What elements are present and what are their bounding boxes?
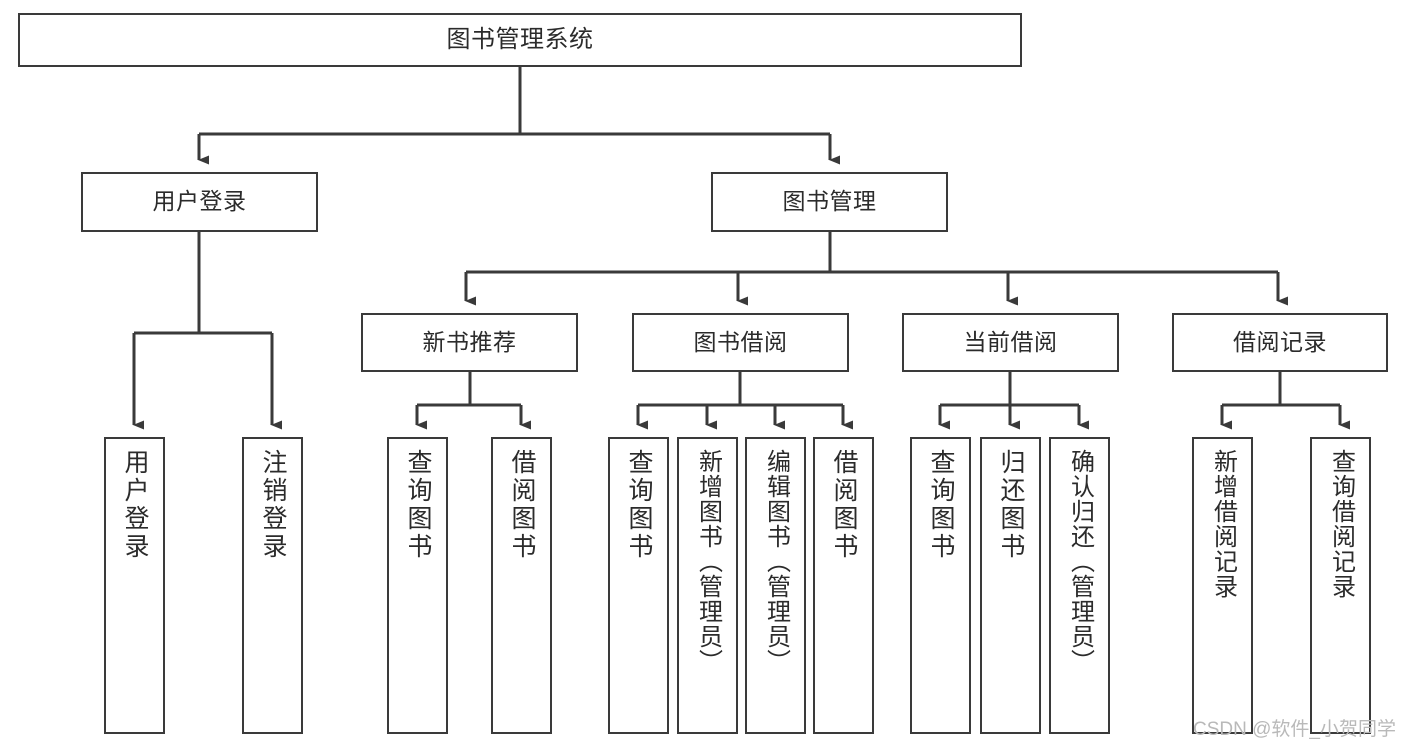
node-label: 编辑图书（管理员） [762,449,790,674]
node-label: 用户登录 [152,188,247,215]
leaf-add-book-admin[interactable]: 新增图书（管理员） [677,437,738,734]
node-current-borrow[interactable]: 当前借阅 [902,313,1119,372]
node-label: 当前借阅 [963,328,1058,355]
leaf-add-borrow-record[interactable]: 新增借阅记录 [1192,437,1253,734]
node-label: 查询图书 [625,449,653,561]
leaf-logout[interactable]: 注销登录 [242,437,303,734]
node-book-management[interactable]: 图书管理 [711,172,948,232]
node-user-login[interactable]: 用户登录 [81,172,318,232]
leaf-return-books[interactable]: 归还图书 [980,437,1041,734]
leaf-edit-book-admin[interactable]: 编辑图书（管理员） [745,437,806,734]
leaf-query-books-new[interactable]: 查询图书 [387,437,448,734]
node-label: 图书管理 [782,188,877,215]
node-label: 用户登录 [121,449,149,561]
node-label: 借阅记录 [1233,328,1327,355]
node-label: 新增图书（管理员） [694,449,722,674]
leaf-borrow-books[interactable]: 借阅图书 [813,437,874,734]
node-label: 借阅图书 [508,449,536,561]
leaf-borrow-books-new[interactable]: 借阅图书 [491,437,552,734]
node-label: 新增借阅记录 [1209,449,1237,599]
node-new-book-recommend[interactable]: 新书推荐 [361,313,578,372]
node-label: 归还图书 [997,449,1025,561]
node-borrow-records[interactable]: 借阅记录 [1172,313,1388,372]
csdn-watermark: CSDN @软件_小贺同学 [1193,719,1396,740]
leaf-user-login[interactable]: 用户登录 [104,437,165,734]
node-label: 注销登录 [259,449,287,561]
node-label: 借阅图书 [830,449,858,561]
leaf-query-books-current[interactable]: 查询图书 [910,437,971,734]
leaf-query-borrow-record[interactable]: 查询借阅记录 [1310,437,1371,734]
node-root-book-management-system[interactable]: 图书管理系统 [18,13,1022,67]
node-label: 查询图书 [404,449,432,561]
node-label: 确认归还（管理员） [1066,449,1094,674]
node-label: 图书管理系统 [446,25,594,53]
leaf-confirm-return-admin[interactable]: 确认归还（管理员） [1049,437,1110,734]
node-label: 新书推荐 [422,328,517,355]
node-label: 图书借阅 [693,328,788,355]
leaf-query-books-borrow[interactable]: 查询图书 [608,437,669,734]
node-book-borrow[interactable]: 图书借阅 [632,313,849,372]
node-label: 查询借阅记录 [1327,449,1355,599]
node-label: 查询图书 [927,449,955,561]
